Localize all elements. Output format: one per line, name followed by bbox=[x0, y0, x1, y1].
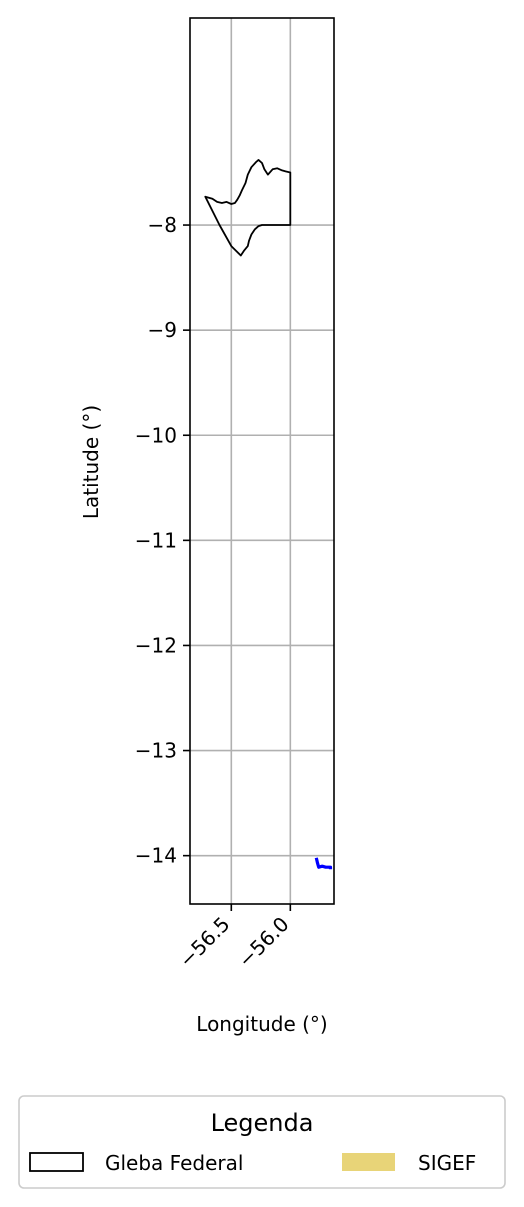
y-tick-label: −10 bbox=[135, 423, 177, 447]
y-tick-label: −9 bbox=[148, 318, 177, 342]
legend: Legenda Gleba Federal SIGEF bbox=[18, 1095, 506, 1189]
legend-label-gleba-federal: Gleba Federal bbox=[105, 1151, 243, 1175]
y-axis-ticks: −8 −9 −10 −11 −12 −13 −14 bbox=[135, 213, 190, 868]
legend-title: Legenda bbox=[211, 1109, 314, 1137]
plot-frame bbox=[189, 17, 335, 905]
y-tick-label: −14 bbox=[135, 844, 177, 868]
y-tick-label: −13 bbox=[135, 739, 177, 763]
legend-swatch-sigef bbox=[342, 1153, 395, 1171]
gleba-federal-boundary bbox=[204, 158, 292, 257]
y-tick-label: −12 bbox=[135, 633, 177, 657]
y-axis-label: Latitude (°) bbox=[79, 405, 103, 519]
y-tick-label: −8 bbox=[148, 213, 177, 237]
x-axis-label: Longitude (°) bbox=[196, 1012, 327, 1036]
gridlines bbox=[190, 18, 334, 904]
legend-swatch-gleba-federal bbox=[29, 1152, 84, 1172]
blue-feature-line bbox=[314, 857, 333, 870]
y-tick-label: −11 bbox=[135, 528, 177, 552]
map-layers bbox=[204, 158, 333, 870]
legend-label-sigef: SIGEF bbox=[418, 1151, 476, 1175]
